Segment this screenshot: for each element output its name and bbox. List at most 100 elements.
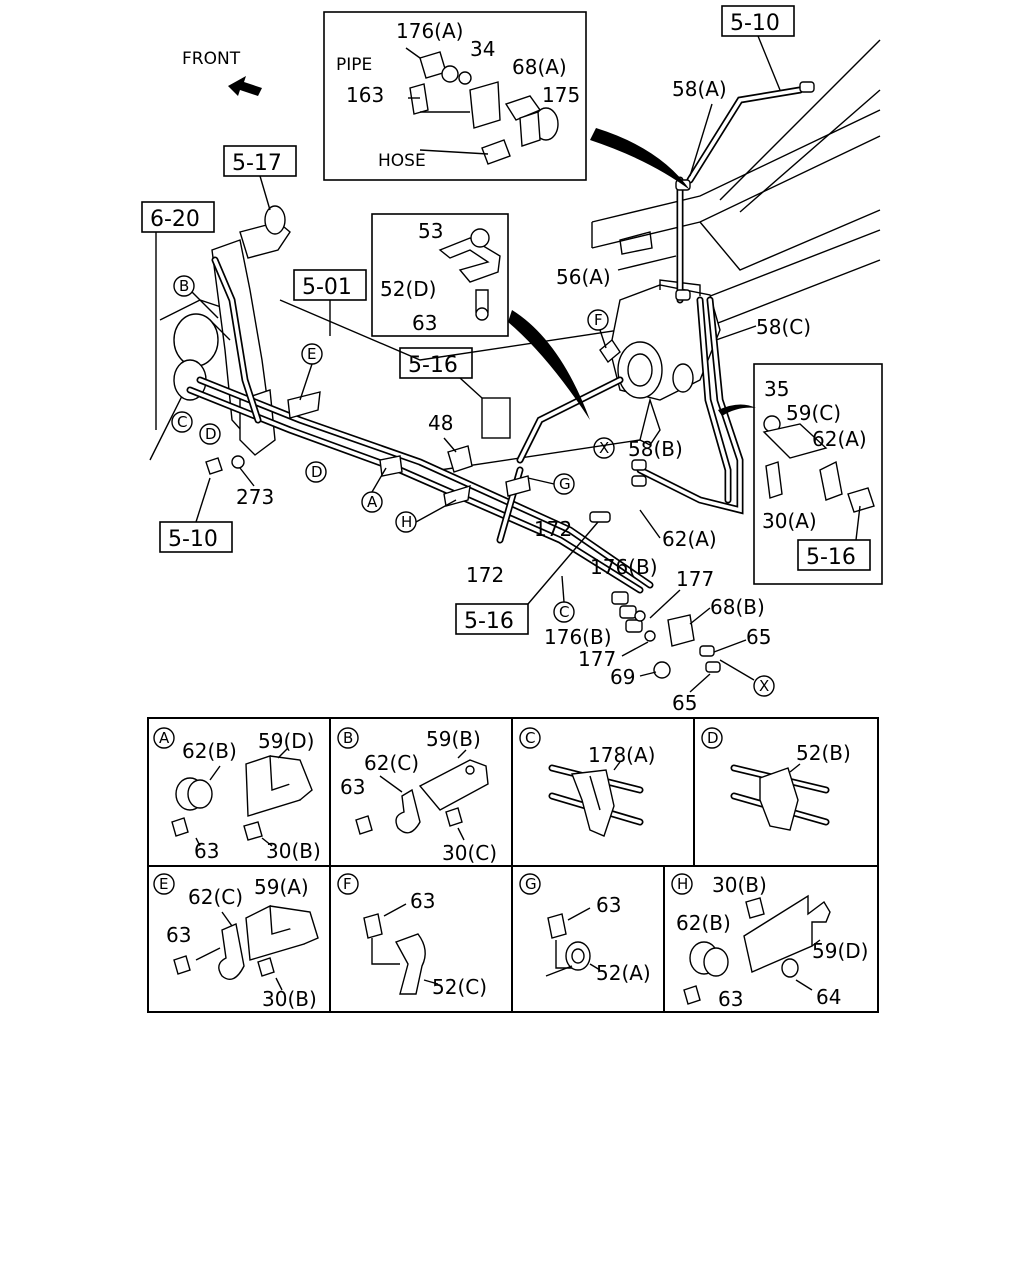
detail-h-64: 64 <box>816 985 841 1009</box>
front-label: FRONT <box>182 49 241 69</box>
svg-text:H: H <box>401 513 412 531</box>
label-34: 34 <box>470 37 495 61</box>
label-53: 53 <box>418 219 443 243</box>
label-62a-inset: 62(A) <box>812 427 867 451</box>
svg-text:D: D <box>205 425 217 443</box>
label-62a: 62(A) <box>662 527 717 551</box>
svg-text:G: G <box>525 875 537 893</box>
label-pipe: PIPE <box>336 55 372 75</box>
detail-b-30c: 30(C) <box>442 841 497 865</box>
detail-e-30b: 30(B) <box>262 987 317 1011</box>
marker-d-left: D <box>199 423 221 445</box>
detail-g-63: 63 <box>596 893 621 917</box>
detail-h-63: 63 <box>718 987 743 1011</box>
detail-a-30b: 30(B) <box>266 839 321 863</box>
label-177-a: 177 <box>676 567 714 591</box>
ref-5-16-mid: 5-16 <box>399 347 483 399</box>
svg-text:A: A <box>367 493 378 511</box>
svg-text:5-17: 5-17 <box>232 151 282 176</box>
svg-text:F: F <box>343 875 352 893</box>
marker-a: A <box>361 491 383 513</box>
detail-e-59a: 59(A) <box>254 875 309 899</box>
detail-f-63: 63 <box>410 889 435 913</box>
label-48: 48 <box>428 411 453 435</box>
svg-text:B: B <box>343 729 353 747</box>
label-65-a: 65 <box>746 625 771 649</box>
detail-e-62c: 62(C) <box>188 885 243 909</box>
svg-text:X: X <box>599 439 609 457</box>
label-175: 175 <box>542 83 580 107</box>
detail-a-63: 63 <box>194 839 219 863</box>
detail-g: G <box>519 873 601 977</box>
ref-5-17: 5-17 <box>223 145 297 211</box>
detail-b-62c: 62(C) <box>364 751 419 775</box>
label-163: 163 <box>346 83 384 107</box>
marker-c-bottom: C <box>553 601 575 623</box>
detail-e-63: 63 <box>166 923 191 947</box>
ref-5-16-right: 5-16 <box>797 505 871 571</box>
svg-text:5-16: 5-16 <box>408 353 458 378</box>
detail-d: D <box>701 727 830 831</box>
label-69: 69 <box>610 665 635 689</box>
ref-5-01: 5-01 <box>293 269 367 336</box>
ref-5-10-left: 5-10 <box>159 477 233 553</box>
label-68a: 68(A) <box>512 55 567 79</box>
front-arrow-icon <box>228 76 262 96</box>
svg-text:5-16: 5-16 <box>464 609 514 634</box>
callout-wedge-top <box>590 128 690 190</box>
marker-d-mid: D <box>305 461 327 483</box>
marker-h: H <box>395 511 417 533</box>
detail-grid <box>147 717 879 1013</box>
marker-c-left: C <box>171 411 193 433</box>
svg-text:H: H <box>677 875 688 893</box>
detail-h-59d: 59(D) <box>812 939 868 963</box>
marker-x-top: X <box>593 437 615 459</box>
detail-h-62b: 62(B) <box>676 911 731 935</box>
svg-text:X: X <box>759 677 769 695</box>
svg-text:D: D <box>311 463 323 481</box>
label-176a-top: 176(A) <box>396 19 463 43</box>
svg-text:F: F <box>594 311 603 329</box>
detail-g-52a: 52(A) <box>596 961 651 985</box>
detail-a-59d: 59(D) <box>258 729 314 753</box>
svg-text:E: E <box>307 345 316 363</box>
ref-5-16-bottom: 5-16 <box>455 521 599 635</box>
detail-h-30b: 30(B) <box>712 873 767 897</box>
svg-text:5-10: 5-10 <box>730 11 780 36</box>
ref-5-10-top: 5-10 <box>721 5 795 91</box>
label-68b: 68(B) <box>710 595 765 619</box>
label-58b: 58(B) <box>628 437 683 461</box>
svg-text:6-20: 6-20 <box>150 207 200 232</box>
detail-a: A <box>153 727 313 847</box>
label-172-b: 172 <box>466 563 504 587</box>
label-59c: 59(C) <box>786 401 841 425</box>
svg-text:5-10: 5-10 <box>168 527 218 552</box>
detail-b-59b: 59(B) <box>426 727 481 751</box>
detail-e: E <box>153 873 319 991</box>
detail-d-52b: 52(B) <box>796 741 851 765</box>
svg-text:5-01: 5-01 <box>302 275 352 300</box>
label-63-clip: 63 <box>412 311 437 335</box>
inset-clip-detail <box>371 213 509 337</box>
steering-gear-box <box>609 279 721 446</box>
marker-g: G <box>553 473 575 495</box>
label-58a: 58(A) <box>672 77 727 101</box>
callout-wedge-right <box>718 404 756 416</box>
label-172-a: 172 <box>534 517 572 541</box>
marker-f: F <box>587 309 609 331</box>
marker-e: E <box>301 343 323 365</box>
detail-c: C <box>519 727 644 837</box>
label-273: 273 <box>236 485 274 509</box>
label-65-b: 65 <box>672 691 697 715</box>
svg-text:D: D <box>707 729 719 747</box>
callout-wedge-clip <box>508 310 590 420</box>
inset-pipe-hose-joint <box>323 11 587 181</box>
marker-b: B <box>173 275 195 297</box>
marker-x-bottom: X <box>753 675 775 697</box>
label-35: 35 <box>764 377 789 401</box>
svg-text:C: C <box>525 729 535 747</box>
ref-6-20: 6-20 <box>141 201 215 430</box>
detail-f: F <box>337 873 439 995</box>
svg-text:5-16: 5-16 <box>806 545 856 570</box>
